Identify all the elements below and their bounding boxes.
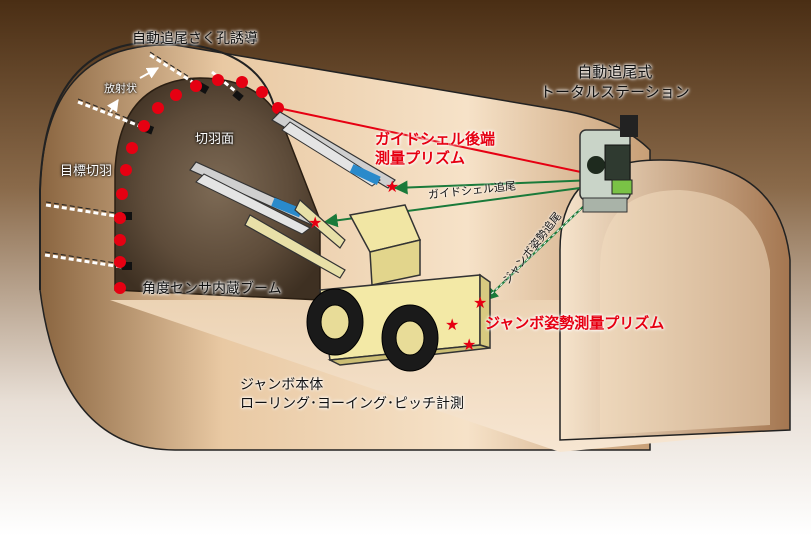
prism-stars: ★ ★ ★ ★ ★ [308, 177, 487, 354]
face-survey-points [114, 74, 284, 294]
svg-text:★: ★ [445, 315, 459, 334]
boom-arms [244, 199, 346, 279]
upper-boom [271, 111, 396, 189]
label-radial: 放射状 [104, 82, 137, 95]
drill-holes [44, 53, 241, 270]
label-boom-sensor: 角度センサ内蔵ブーム [142, 281, 282, 297]
svg-text:★: ★ [473, 293, 487, 312]
label-cutting-face: 切羽面 [195, 132, 235, 147]
drill-holes-outline [44, 51, 206, 266]
label-drilling-guidance: 自動追尾さく孔誘導 [132, 31, 258, 47]
radial-arrows [107, 67, 160, 113]
target-face-outline [39, 40, 276, 290]
label-total-station: 自動追尾式 トータルステーション [540, 63, 690, 101]
jumbo-wheels [306, 288, 439, 372]
svg-text:★: ★ [385, 177, 399, 196]
tunnel-end-opening [600, 190, 770, 435]
label-guide-shell-rear: ガイドシェル後端 測量プリズム [375, 130, 496, 167]
svg-text:★: ★ [308, 213, 322, 232]
label-jumbo-body: ジャンボ本体 ローリング･ヨーイング･ピッチ計測 [240, 377, 464, 412]
svg-text:★: ★ [462, 335, 476, 354]
label-jumbo-pose-prism: ジャンボ姿勢測量プリズム [485, 314, 665, 332]
label-target-face: 目標切羽 [60, 164, 113, 179]
total-station [579, 115, 638, 213]
